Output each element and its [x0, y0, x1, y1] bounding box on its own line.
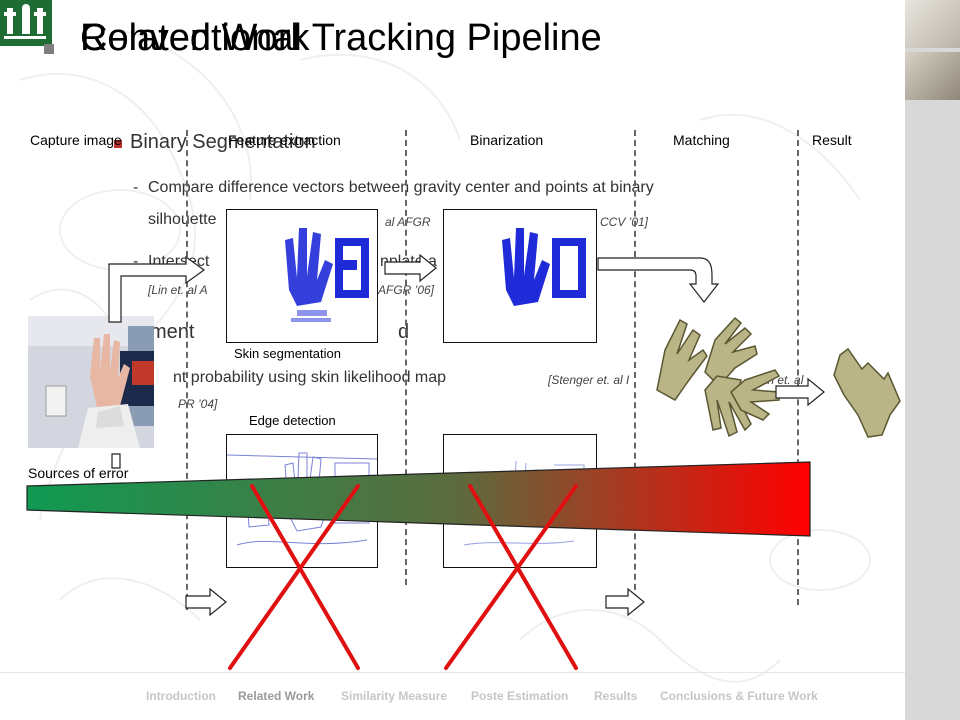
sub-bullet-text: nt probability using skin likelihood map — [173, 369, 447, 386]
nav-item-related-work[interactable]: Related Work — [238, 689, 315, 703]
column-separator — [797, 130, 799, 605]
nav-item-results[interactable]: Results — [594, 689, 638, 703]
skin-segmentation-caption: Skin segmentation — [234, 346, 341, 361]
right-sidebar-strip — [905, 0, 960, 720]
column-separator — [186, 130, 188, 610]
university-crest-icon — [0, 0, 52, 46]
sub-bullet-text: nplate a — [380, 253, 437, 270]
bullet-segment-text: ment — [150, 321, 195, 343]
nav-divider — [0, 672, 905, 673]
citation: al AFGR — [385, 215, 431, 229]
citation: [Lin et. al A — [148, 283, 208, 297]
column-separator — [405, 130, 407, 585]
hand-model-candidates — [656, 316, 781, 438]
bullet-segment-text: d — [398, 321, 410, 343]
column-separator — [634, 130, 636, 610]
portrait-image — [905, 0, 960, 48]
dash-marker: - — [133, 179, 139, 196]
citation: PR ’04] — [178, 397, 218, 411]
column-header-binarization: Binarization — [470, 132, 544, 148]
sub-bullet-text: Compare difference vectors between gravi… — [148, 179, 654, 196]
logo-square-mark — [44, 44, 54, 54]
red-square-bullet-icon — [114, 140, 122, 148]
edge-detection-caption: Edge detection — [249, 413, 336, 428]
column-header-capture: Capture image — [30, 132, 122, 148]
sources-of-error-caption: Sources of error — [28, 465, 129, 481]
captured-hand-photo — [28, 316, 154, 448]
sub-bullet-text: n — [600, 253, 609, 270]
nav-item-conclusions[interactable]: Conclusions & Future Work — [660, 689, 818, 703]
bullet-binary-segmentation: Binary Segmentation — [130, 131, 316, 153]
edge-detection-panel — [226, 434, 378, 568]
column-header-matching: Matching — [673, 132, 730, 148]
binarized-edge-panel — [443, 434, 597, 568]
slide-title-under: Related Work — [80, 17, 310, 59]
slide-title-over: Conventional Tracking Pipeline — [80, 17, 602, 59]
nav-item-introduction[interactable]: Introduction — [146, 689, 216, 703]
binarized-skin-panel — [443, 209, 597, 343]
portrait-image — [905, 52, 960, 100]
nav-item-similarity-measure[interactable]: Similarity Measure — [341, 689, 448, 703]
citation: CCV ’01] — [600, 215, 649, 229]
result-hand-model — [833, 347, 901, 438]
skin-segmentation-panel — [226, 209, 378, 343]
citation: [Stenger et. al I — [548, 373, 630, 387]
sub-bullet-text: Intersect — [148, 253, 210, 270]
dash-marker: - — [133, 253, 139, 270]
column-header-feature: Feature extraction — [228, 132, 341, 148]
sub-bullet-text: silhouette — [148, 211, 217, 228]
nav-item-poste-estimation[interactable]: Poste Estimation — [471, 689, 569, 703]
column-header-result: Result — [812, 132, 852, 148]
